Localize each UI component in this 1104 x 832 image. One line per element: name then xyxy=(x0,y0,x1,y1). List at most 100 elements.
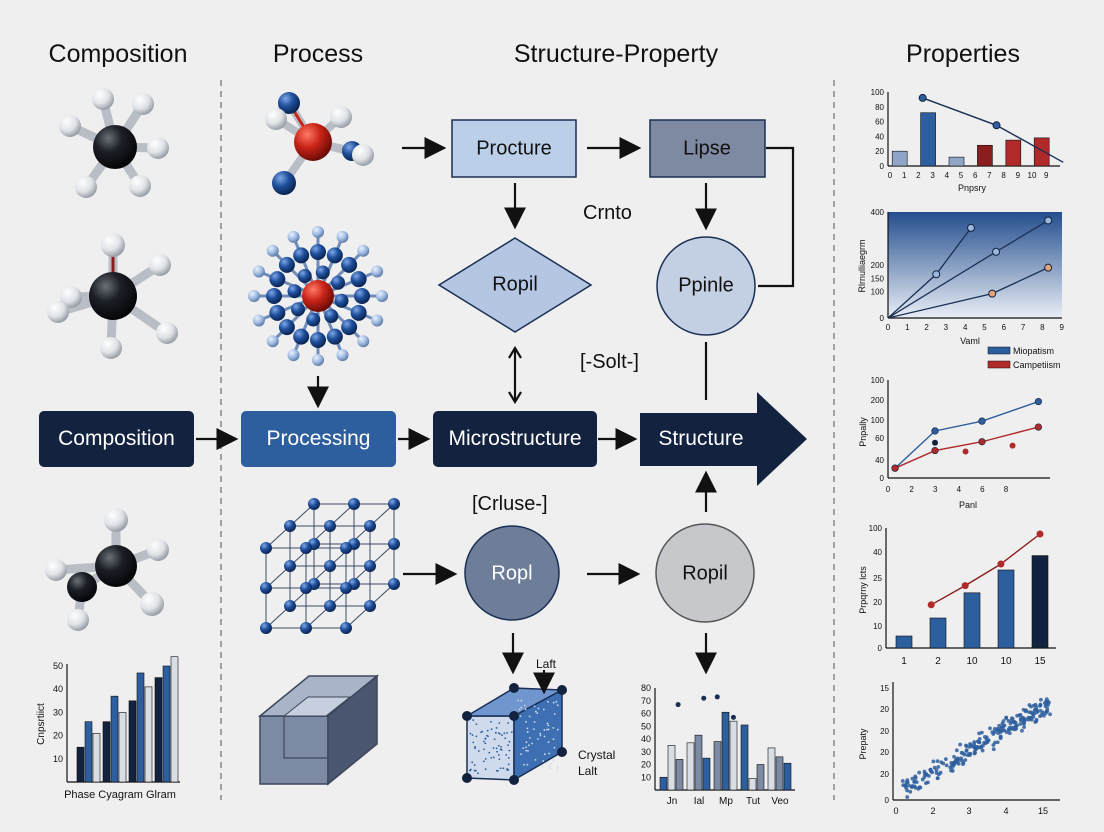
speck xyxy=(517,699,520,702)
speck xyxy=(497,732,500,734)
speck xyxy=(507,756,510,759)
point xyxy=(977,736,982,741)
atom xyxy=(302,280,334,312)
legend-label: Miopatism xyxy=(1013,346,1054,356)
atom xyxy=(312,354,324,366)
point xyxy=(900,779,905,783)
speck xyxy=(497,754,500,756)
bar xyxy=(92,732,101,783)
atom xyxy=(284,600,296,612)
speck xyxy=(543,729,546,731)
atom xyxy=(266,335,279,348)
x-tick-label: 5 xyxy=(959,171,964,180)
point xyxy=(905,788,910,793)
atom xyxy=(306,312,321,327)
speck xyxy=(505,754,508,756)
speck xyxy=(484,758,487,760)
point xyxy=(936,765,941,769)
x-tick-label: 2 xyxy=(916,171,921,180)
speck xyxy=(526,731,529,733)
point xyxy=(931,427,939,435)
bar xyxy=(118,712,127,783)
speck xyxy=(508,740,511,743)
atom xyxy=(278,319,295,336)
atom xyxy=(266,288,282,304)
bar xyxy=(1005,139,1022,167)
speck xyxy=(539,734,542,737)
node-label-procture: Procture xyxy=(476,137,552,160)
speck xyxy=(522,747,525,750)
column-title-process: Process xyxy=(272,40,364,68)
x-tick-label: 8 xyxy=(1040,323,1045,332)
bar xyxy=(977,144,993,167)
point xyxy=(961,582,969,590)
point xyxy=(944,763,949,768)
x-tick-label: 9 xyxy=(1044,171,1049,180)
point xyxy=(926,780,930,785)
point xyxy=(967,745,972,749)
point xyxy=(991,743,996,747)
circle-node xyxy=(656,236,756,336)
speck xyxy=(483,748,485,751)
speck xyxy=(526,763,529,766)
point xyxy=(966,223,975,232)
point xyxy=(917,770,922,775)
speck xyxy=(484,742,487,745)
speck xyxy=(490,728,493,731)
atom xyxy=(315,265,330,280)
x-tick-label: 10 xyxy=(1028,171,1037,180)
atom xyxy=(350,304,367,321)
node-label-ropil-diamond: Ropil xyxy=(492,273,538,296)
speck xyxy=(475,723,478,726)
x-tick-label: 8 xyxy=(1004,485,1009,494)
x-axis-label: Pnpsry xyxy=(958,183,987,193)
x-tick-label: 0 xyxy=(886,485,891,494)
x-tick-label: 0 xyxy=(888,171,893,180)
point xyxy=(1045,709,1050,713)
series-line xyxy=(894,400,1039,469)
speck xyxy=(496,750,498,753)
atom xyxy=(260,622,272,634)
atom xyxy=(376,290,388,302)
point xyxy=(1008,725,1012,730)
point xyxy=(1002,723,1007,728)
point xyxy=(1029,716,1034,720)
x-tick-label: 1 xyxy=(902,171,907,180)
point xyxy=(961,762,965,767)
point xyxy=(972,742,976,746)
speck xyxy=(500,748,503,751)
speck xyxy=(532,728,535,731)
speck xyxy=(495,747,498,750)
speck xyxy=(523,704,526,707)
speck xyxy=(507,722,510,724)
bar xyxy=(162,665,171,783)
x-tick-label: Veo xyxy=(771,796,789,807)
point xyxy=(962,448,969,455)
speck xyxy=(556,765,559,768)
atom xyxy=(284,560,296,572)
crystal-cube-icon xyxy=(462,683,567,785)
speck xyxy=(547,765,550,768)
flow-processing: Processing xyxy=(241,411,396,467)
speck xyxy=(518,708,521,711)
speck xyxy=(486,729,489,732)
x-tick-label: 6 xyxy=(973,171,978,180)
point xyxy=(983,741,988,746)
legend-swatch xyxy=(987,360,1011,369)
bar xyxy=(1033,137,1050,167)
x-tick-label: 3 xyxy=(944,323,949,332)
point xyxy=(938,770,943,775)
point xyxy=(730,714,736,720)
atom xyxy=(324,600,336,612)
flow-microstructure: Microstructure xyxy=(433,411,597,467)
x-tick-label: 2 xyxy=(909,485,914,494)
bar xyxy=(144,686,153,783)
y-tick-label: 40 xyxy=(875,132,884,141)
x-tick-label: 3 xyxy=(930,171,935,180)
molecule-icon xyxy=(47,233,178,359)
x-tick-label: Ial xyxy=(694,796,705,807)
speck xyxy=(525,746,527,749)
speck xyxy=(550,763,552,765)
y-tick-label: 60 xyxy=(875,118,884,127)
